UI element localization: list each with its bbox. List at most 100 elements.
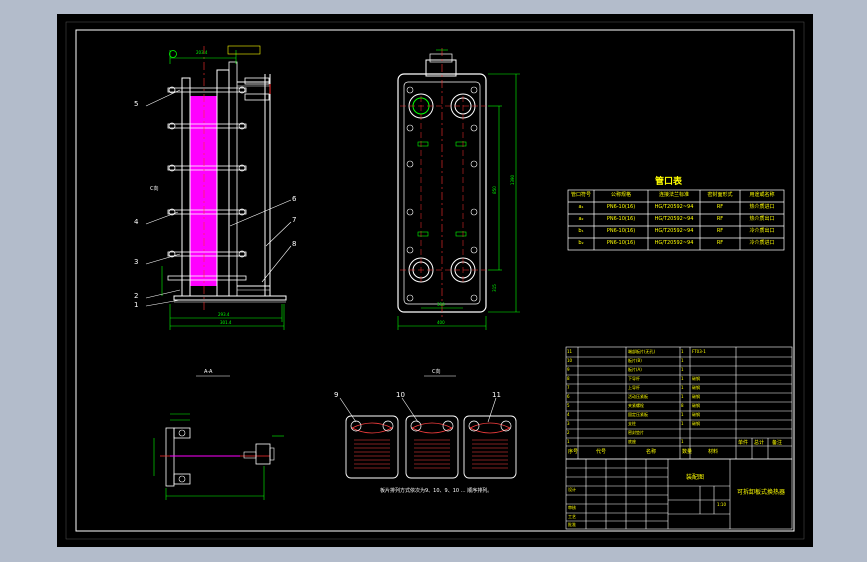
front-view: C向 (145, 45, 292, 330)
section-c-view (339, 375, 517, 479)
parts-list-cell: 端部板片(无孔) (628, 349, 656, 354)
parts-list-cell: 1 (681, 376, 684, 381)
parts-list-cell: 1 (681, 394, 684, 399)
balloon-9: 9 (334, 391, 339, 399)
balloon-1: 1 (134, 301, 139, 309)
nozzle-table-cell: HG/T20592~94 (654, 228, 694, 234)
parts-list-cell: 板片(A) (628, 367, 642, 372)
nozzle-table-cell: RF (716, 228, 724, 234)
nozzle-table-cell: HG/T20592~94 (654, 240, 694, 246)
parts-list-cell: 10 (567, 358, 573, 363)
parts-list-cell: 1 (681, 421, 684, 426)
dim-height-right-label: 1390 (510, 174, 516, 186)
parts-list-cell: 8 (681, 403, 684, 408)
view-c-marker: C向 (150, 185, 159, 192)
nozzle-table-cell: PN6-10(16) (606, 240, 636, 246)
parts-list-cell: 夹紧螺栓 (628, 403, 644, 408)
parts-list-cell: 固定压紧板 (628, 412, 648, 417)
parts-list-header-cell: 序号 (568, 449, 579, 455)
section-a-label: A-A (204, 369, 213, 375)
parts-list-cell: 1 (681, 385, 684, 390)
dim-width-label: 400 (437, 320, 445, 325)
parts-list-cell: 底座 (628, 439, 636, 444)
nozzle-table-header-cell: 用途或名称 (749, 192, 775, 198)
dim-height-inner-label: 850 (491, 186, 497, 194)
nozzle-table-cell: RF (716, 216, 724, 222)
dim-lower-label: 315 (491, 284, 497, 292)
parts-list-header-cell: 名称 (646, 449, 657, 455)
parts-list-cell: 7 (567, 385, 570, 390)
parts-list-cell: FT03-1 (692, 349, 706, 354)
nozzle-table-cell: HG/T20592~94 (654, 204, 694, 210)
parts-list-cell: 1 (567, 439, 570, 444)
parts-list-cell: 1 (681, 367, 684, 372)
tb-approve: 批准 (568, 522, 576, 527)
nozzle-table-cell: a₂ (578, 216, 584, 222)
nozzle-table-cell: a₁ (578, 204, 584, 210)
parts-list-header-cell: 代号 (596, 449, 607, 455)
parts-list-cell: 3 (567, 421, 570, 426)
parts-list-cell: 碳钢 (692, 394, 700, 399)
parts-list-cell: 密封垫片 (628, 430, 644, 435)
parts-list-cell: 碳钢 (692, 421, 700, 426)
nozzle-table-cell: PN6-10(16) (606, 228, 636, 234)
nozzle-table-cell: 热介质出口 (749, 216, 775, 222)
nozzle-table-grid (567, 189, 785, 251)
parts-list-cell: 下导杆 (628, 376, 640, 381)
outer-border (65, 21, 805, 540)
balloon-11: 11 (492, 391, 501, 399)
parts-list-cell: 6 (567, 394, 570, 399)
title-block-grid (565, 458, 793, 530)
parts-list-cell: 5 (567, 403, 570, 408)
parts-list-cell: 支柱 (628, 421, 636, 426)
parts-list-cell: 2 (567, 430, 570, 435)
parts-list-cell: 1 (681, 439, 684, 444)
nozzle-table-cell: RF (716, 204, 724, 210)
tb-design: 设计 (568, 487, 576, 492)
parts-list-header-cell: 备注 (772, 440, 783, 446)
balloon-7: 7 (292, 216, 297, 224)
nozzle-table-cell: b₂ (578, 240, 584, 246)
plate-front-view (397, 48, 520, 330)
nozzle-table-cell: PN6-10(16) (606, 216, 636, 222)
balloon-5: 5 (134, 100, 139, 108)
parts-list-cell: 11 (567, 349, 573, 354)
balloon-6: 6 (292, 195, 297, 203)
nozzle-table-cell: HG/T20592~94 (654, 216, 694, 222)
parts-list-cell: 活动压紧板 (628, 394, 648, 399)
parts-list-cell: 碳钢 (692, 403, 700, 408)
section-c-label: C向 (432, 369, 441, 375)
nozzle-table-title: 管口表 (655, 177, 683, 187)
parts-list-cell: 8 (567, 376, 570, 381)
plate-pack (190, 96, 217, 286)
balloon-2: 2 (134, 292, 139, 300)
plate-arrangement-note: 板片排列方式依次为9、10、9、10 … 顺序排列。 (380, 488, 493, 494)
parts-list-header-cell: 材料 (708, 449, 719, 455)
nozzle-table-cell: b₁ (578, 228, 584, 234)
tb-check: 审核 (568, 505, 576, 510)
parts-list-header-cell: 总计 (754, 440, 765, 446)
nozzle-table-header-cell: 管口符号 (570, 192, 591, 198)
dim-total-label: 301.4 (220, 320, 232, 325)
parts-list-header-cell: 数量 (682, 449, 693, 455)
parts-list-cell: 板片(B) (628, 358, 642, 363)
balloon-10: 10 (396, 391, 405, 399)
parts-list-cell: 1 (681, 358, 684, 363)
nozzle-table-cell: RF (716, 240, 724, 246)
nozzle-table-header-cell: 公称规格 (610, 192, 631, 198)
parts-list-header-cell: 单件 (738, 440, 749, 446)
drawing-title: 装配图 (686, 474, 705, 481)
tb-process: 工艺 (568, 514, 576, 519)
parts-list-cell: 碳钢 (692, 376, 700, 381)
parts-list-cell: 9 (567, 367, 570, 372)
nozzle-table-header-cell: 连接法兰标准 (658, 192, 689, 198)
nozzle-table-cell: 冷介质出口 (749, 228, 775, 234)
drawing-sheet (57, 14, 813, 547)
section-a-view (153, 375, 284, 500)
parts-list-cell: 碳钢 (692, 385, 700, 390)
parts-list-cell: 上导杆 (628, 385, 640, 390)
dim-inner-label: 350 (437, 302, 445, 307)
parts-list-cell: 4 (567, 412, 570, 417)
